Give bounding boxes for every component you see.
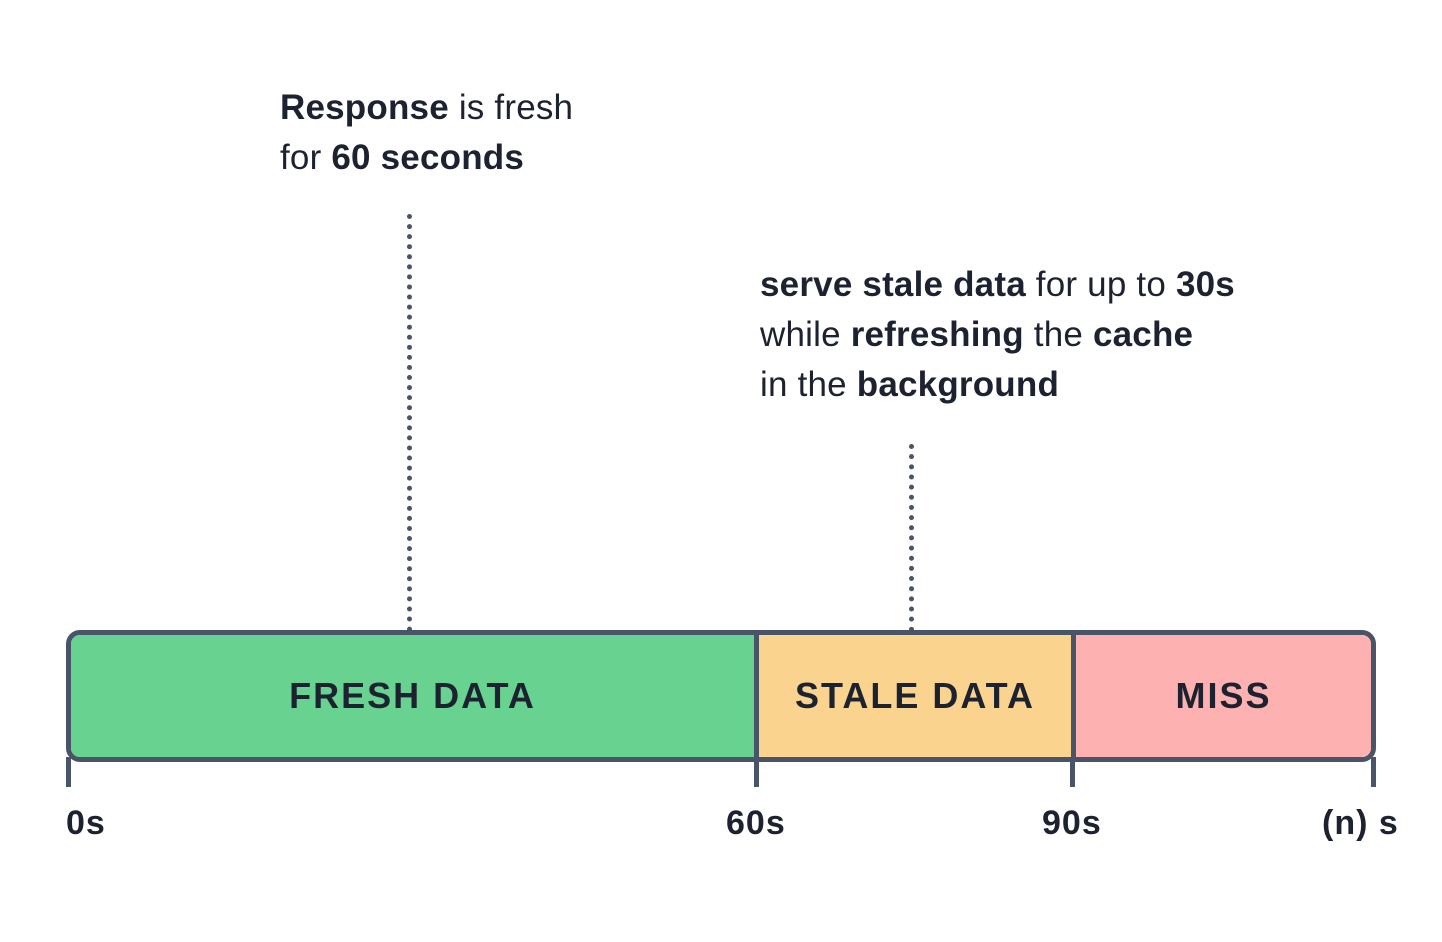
tick-label-90s: 90s (1042, 804, 1102, 842)
stale-leader-line (909, 444, 914, 632)
stale-annotation-bold-serve: serve stale data (760, 265, 1026, 304)
tick-mark-ns (1371, 757, 1376, 787)
fresh-annotation: Response is fresh for 60 seconds (280, 83, 573, 183)
stale-annotation-text-4: in the (760, 365, 857, 404)
fresh-annotation-text: is fresh (448, 88, 574, 127)
tick-label-0s: 0s (66, 804, 106, 842)
fresh-annotation-bold-duration: 60 seconds (331, 138, 525, 177)
miss-segment: MISS (1076, 635, 1371, 757)
stale-annotation-text-2: while (760, 315, 851, 354)
tick-mark-0s (66, 757, 71, 787)
fresh-annotation-line-2: for 60 seconds (280, 133, 573, 183)
tick-mark-60s (754, 757, 759, 787)
stale-annotation-text-3: the (1023, 315, 1093, 354)
stale-annotation-bold-refreshing: refreshing (850, 315, 1024, 354)
tick-label-ns: (n) s (1322, 804, 1399, 842)
fresh-annotation-bold-response: Response (280, 88, 449, 127)
stale-annotation-bold-30s: 30s (1175, 265, 1235, 304)
tick-label-60s: 60s (726, 804, 786, 842)
tick-mark-90s (1070, 757, 1075, 787)
stale-annotation-bold-cache: cache (1092, 315, 1194, 354)
stale-annotation-bold-background: background (856, 365, 1060, 404)
fresh-leader-line (407, 214, 412, 632)
fresh-annotation-prefix: for (280, 138, 332, 177)
fresh-data-segment: FRESH DATA (71, 635, 759, 757)
stale-annotation-text-1: for up to (1025, 265, 1176, 304)
stale-annotation: serve stale data for up to 30s while ref… (760, 260, 1235, 410)
stale-annotation-line-1: serve stale data for up to 30s (760, 260, 1235, 310)
stale-annotation-line-3: in the background (760, 360, 1235, 410)
stale-annotation-line-2: while refreshing the cache (760, 310, 1235, 360)
fresh-annotation-line-1: Response is fresh (280, 83, 573, 133)
stale-data-segment: STALE DATA (759, 635, 1076, 757)
cache-timeline-bar: FRESH DATA STALE DATA MISS (66, 630, 1376, 762)
